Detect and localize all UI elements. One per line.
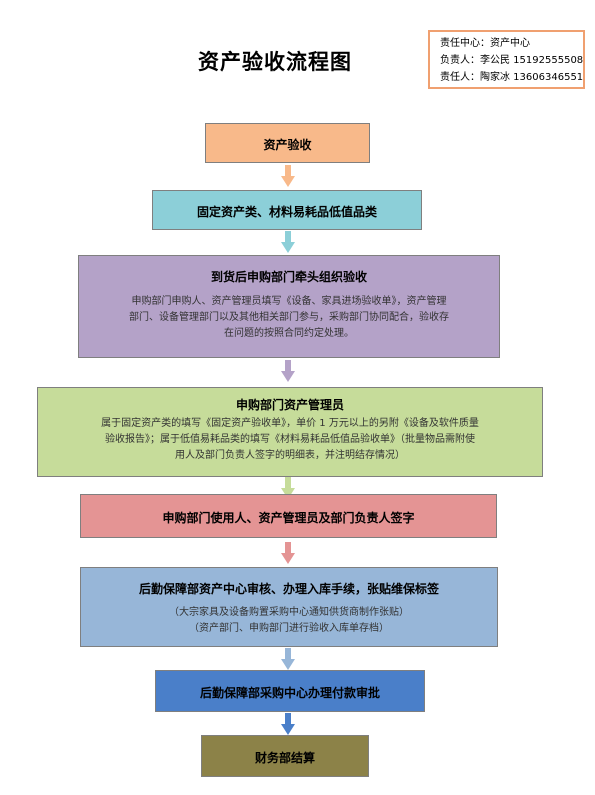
step-3-line-2: 部门、设备管理部门以及其他相关部门参与，采购部门协同配合，验收存: [129, 312, 449, 323]
step-6-line-1: （大宗家具及设备购置采购中心通知供货商制作张贴）: [169, 607, 409, 618]
step-6-title: 后勤保障部资产中心审核、办理入库手续，张贴维保标签: [138, 582, 439, 596]
step-1-title: 资产验收: [263, 138, 312, 152]
step-7-title: 后勤保障部采购中心办理付款审批: [199, 686, 380, 700]
step-signatures: 申购部门使用人、资产管理员及部门负责人签字: [80, 494, 497, 538]
step-8-title: 财务部结算: [254, 751, 315, 765]
step-3-title: 到货后申购部门牵头组织验收: [210, 270, 367, 284]
responsible-person: 责任人：陶家冰 13606346551: [440, 72, 584, 83]
step-finance-settlement: 财务部结算: [201, 735, 369, 777]
page-title: 资产验收流程图: [198, 50, 352, 74]
step-4-line-1: 属于固定资产类的填写《固定资产验收单》，单价 1 万元以上的另附《设备及软件质量: [101, 418, 479, 429]
step-4-line-2: 验收报告》；属于低值易耗品类的填写《材料易耗品低值品验收单》（批量物品需附使: [105, 434, 475, 445]
step-5-title: 申购部门使用人、资产管理员及部门负责人签字: [162, 511, 415, 525]
step-2-title: 固定资产类、材料易耗品低值品类: [196, 205, 377, 219]
step-asset-acceptance: 资产验收: [205, 123, 370, 163]
arrow-down-icon: [281, 542, 295, 564]
step-payment-approval: 后勤保障部采购中心办理付款审批: [155, 670, 425, 712]
step-department-inspection: 到货后申购部门牵头组织验收 申购部门申购人、资产管理员填写《设备、家具进场验收单…: [78, 255, 500, 358]
arrow-down-icon: [281, 713, 295, 735]
arrow-down-icon: [281, 477, 295, 499]
arrow-down-icon: [281, 231, 295, 253]
step-3-line-1: 申购部门申购人、资产管理员填写《设备、家具进场验收单》，资产管理: [131, 296, 447, 307]
responsibility-info-box: 责任中心：资产中心 负责人：李公民 15192555508 责任人：陶家冰 13…: [428, 30, 585, 89]
step-asset-administrator: 申购部门资产管理员 属于固定资产类的填写《固定资产验收单》，单价 1 万元以上的…: [37, 387, 543, 477]
step-6-line-2: （资产部门、申购部门进行验收入库单存档）: [189, 623, 389, 634]
arrow-down-icon: [281, 648, 295, 670]
step-3-line-3: 在问题的按照合同约定处理。: [224, 328, 354, 339]
step-asset-center-review: 后勤保障部资产中心审核、办理入库手续，张贴维保标签 （大宗家具及设备购置采购中心…: [80, 567, 498, 647]
arrow-down-icon: [281, 360, 295, 382]
responsibility-center: 责任中心：资产中心: [440, 38, 530, 49]
person-in-charge: 负责人：李公民 15192555508: [440, 55, 584, 66]
step-4-line-3: 用人及部门负责人签字的明细表，并注明结存情况）: [175, 450, 405, 461]
step-4-title: 申购部门资产管理员: [235, 398, 344, 412]
arrow-down-icon: [281, 165, 295, 187]
step-asset-category: 固定资产类、材料易耗品低值品类: [152, 190, 422, 230]
